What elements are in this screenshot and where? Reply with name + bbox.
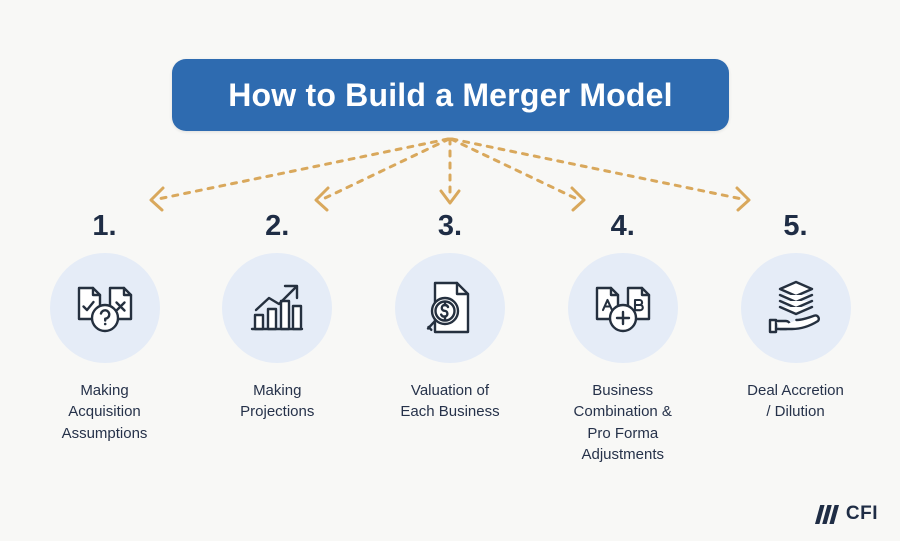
- cfi-logo-text: CFI: [845, 503, 878, 524]
- step-number-5: 5.: [783, 210, 808, 242]
- arrow-line-2: [321, 137, 451, 201]
- step-icon-circle-5: [740, 253, 851, 363]
- bar-chart-growth-arrow-icon: [251, 284, 304, 331]
- step-item-3[interactable]: 3. Valuation of Each Business: [373, 212, 528, 465]
- documents-a-b-plus-icon: [595, 286, 650, 333]
- step-item-1[interactable]: 1. Making Acquisition Assumptions: [27, 212, 182, 465]
- step-label-2: Making Projections: [240, 382, 315, 421]
- step-item-5[interactable]: 5. Deal Accretion / Dilution: [718, 212, 873, 465]
- page-title: How to Build a Merger Model: [228, 76, 673, 113]
- step-label-1: Making Acquisition Assumptions: [61, 382, 148, 442]
- step-item-4[interactable]: 4. Business Combination & Pro Forma Adju…: [545, 212, 700, 465]
- step-number-2: 2.: [265, 210, 290, 242]
- arrow-head-3: [439, 189, 461, 205]
- document-magnifier-dollar-icon: [426, 281, 470, 334]
- arrow-line-5: [450, 137, 744, 201]
- hand-holding-layers-icon: [768, 280, 820, 334]
- step-icon-circle-2: [222, 253, 333, 363]
- step-number-4: 4.: [610, 210, 635, 242]
- arrow-line-4: [449, 137, 579, 201]
- step-label-3: Valuation of Each Business: [400, 382, 500, 421]
- step-item-2[interactable]: 2. Making Projections: [200, 212, 355, 465]
- title-banner: How to Build a Merger Model: [172, 59, 729, 131]
- steps-row: 1. Making Acquisition Assumptions 2.: [0, 212, 900, 465]
- arrow-head-5: [735, 186, 751, 212]
- step-number-3: 3.: [437, 210, 463, 242]
- step-icon-circle-3: [395, 253, 505, 363]
- documents-check-cross-question-icon: [77, 286, 132, 333]
- step-icon-circle-4: [567, 253, 678, 363]
- step-number-1: 1.: [92, 210, 117, 242]
- cfi-bars-icon: [814, 504, 839, 524]
- arrow-line-1: [156, 137, 450, 201]
- arrow-head-4: [570, 186, 586, 212]
- step-label-5: Deal Accretion / Dilution: [747, 382, 844, 421]
- cfi-logo: CFI: [814, 503, 878, 525]
- arrow-head-2: [314, 186, 330, 212]
- step-icon-circle-1: [49, 253, 160, 363]
- step-label-4: Business Combination & Pro Forma Adjustm…: [573, 382, 672, 463]
- arrow-head-1: [149, 186, 165, 212]
